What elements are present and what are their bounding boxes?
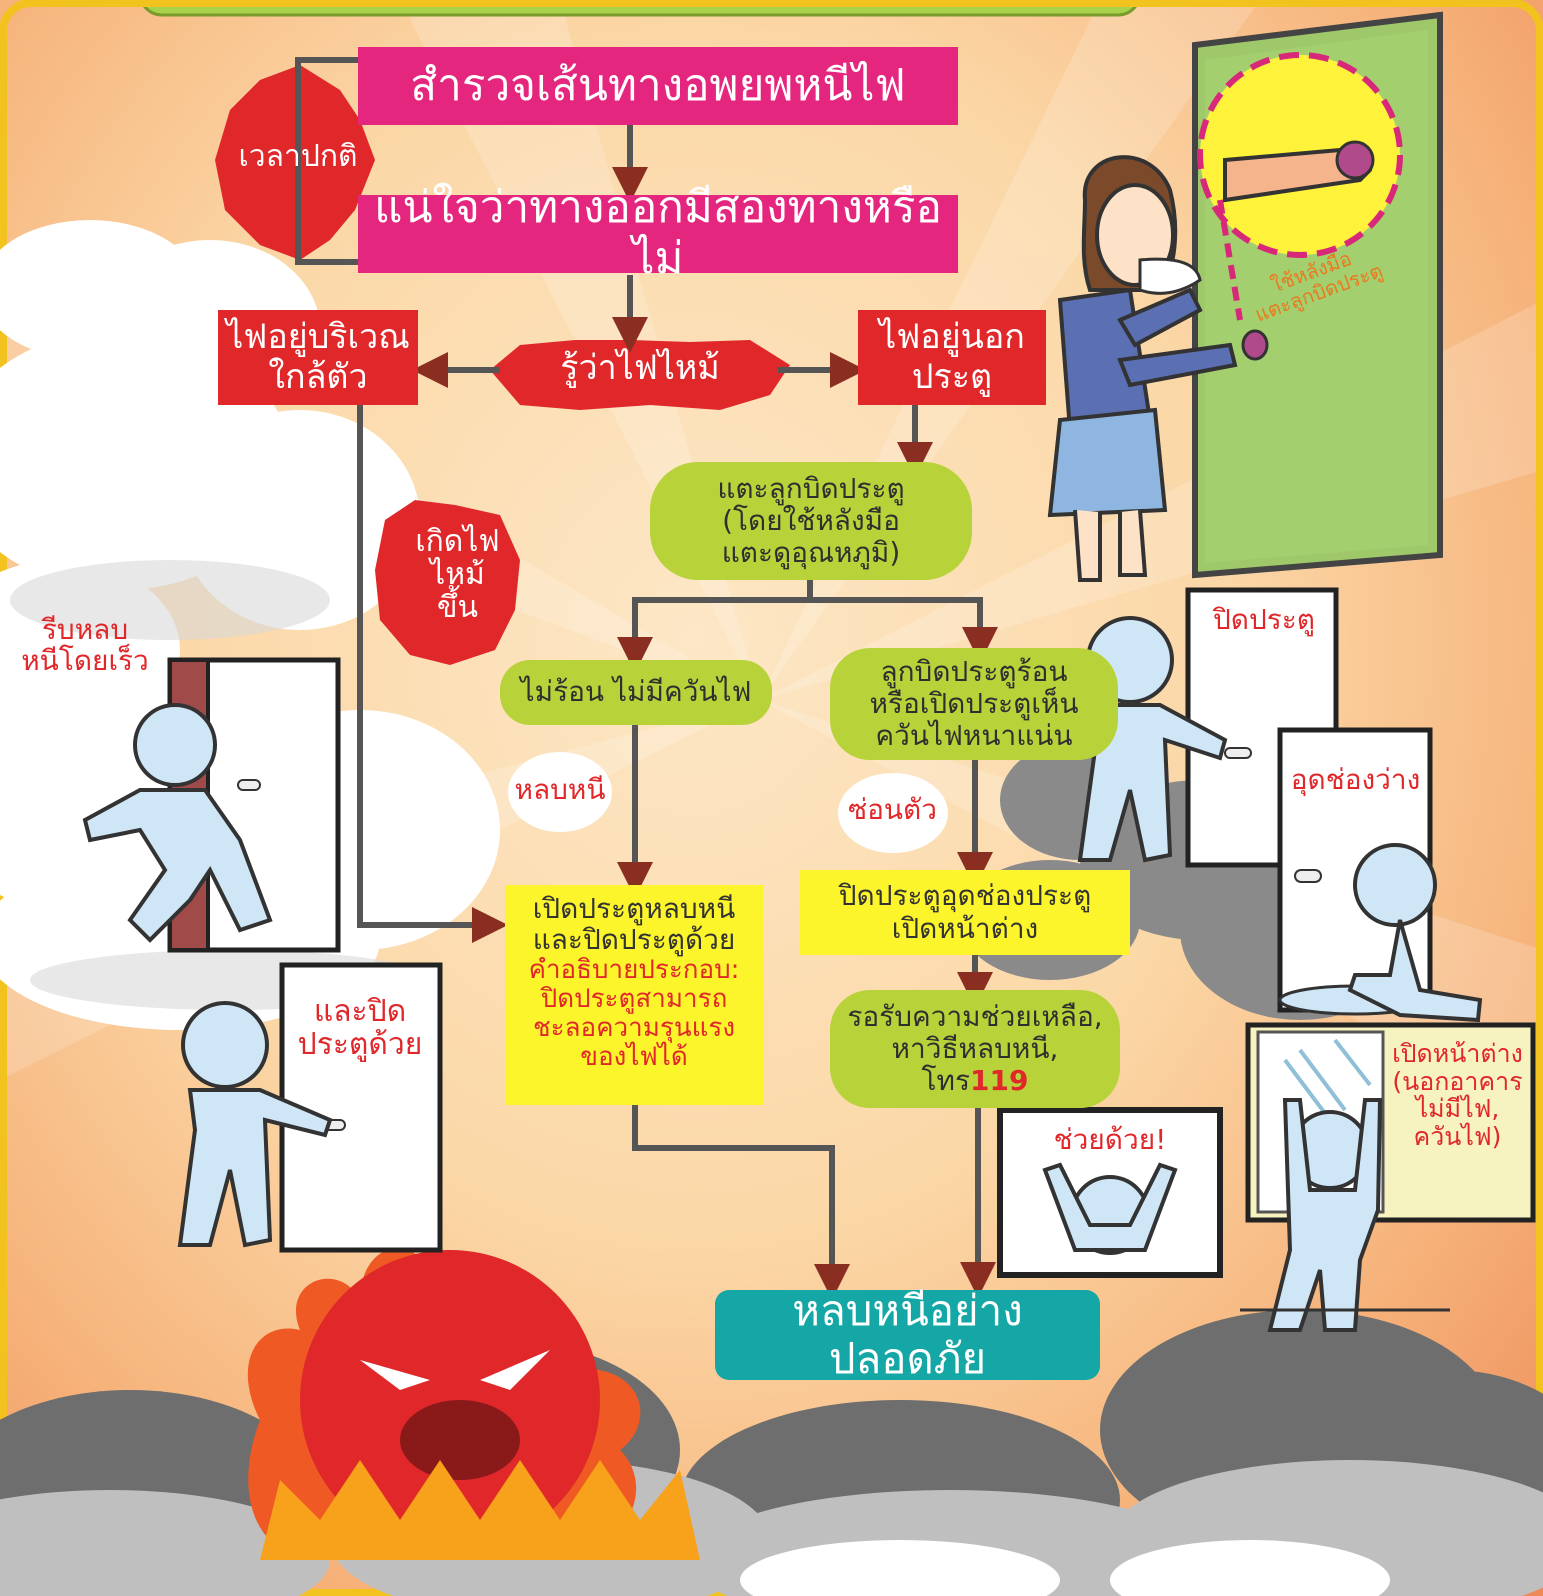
flow-connectors bbox=[295, 57, 998, 1300]
explanation-note: คำอธิบายประกอบ: ปิดประตูสามารถ ชะลอความร… bbox=[528, 954, 740, 1073]
safe-escape-box: หลบหนีอย่างปลอดภัย bbox=[715, 1286, 1100, 1383]
woman-covering-mouth bbox=[1047, 155, 1238, 582]
bottom-smoke bbox=[0, 1310, 1543, 1596]
hurry-escape-label: รีบหลบ หนีโดยเร็ว bbox=[21, 613, 149, 677]
escape-label: หลบหนี bbox=[514, 773, 606, 806]
know-fire-splat bbox=[490, 340, 790, 410]
left-door-closer bbox=[177, 962, 443, 1253]
check-exits-box: แน่ใจว่าทางออกมีสองทางหรือไม่ bbox=[358, 183, 958, 284]
normal-time-label: เวลาปกติ bbox=[238, 139, 358, 174]
seal-gaps-label: อุดช่องว่าง bbox=[1290, 763, 1421, 796]
fire-started-label: เกิดไฟ ไหม้ ขึ้น bbox=[415, 524, 500, 625]
open-window-label: เปิดหน้าต่าง (นอกอาคาร ไม่มีไฟ, ควันไฟ) bbox=[1392, 1039, 1523, 1151]
not-hot-box: ไม่ร้อน ไม่มีควันไฟ bbox=[500, 660, 772, 725]
escape-bubble-bg bbox=[508, 752, 612, 832]
open-window-scene bbox=[1240, 1022, 1536, 1332]
open-escape-text: เปิดประตูหลบหนี และปิดประตูด้วย bbox=[532, 892, 736, 957]
open-escape-box: เปิดประตูหลบหนี และปิดประตูด้วย คำอธิบาย… bbox=[505, 885, 763, 1105]
wait-help-text: รอรับความช่วยเหลือ, หาวิธีหลบหนี, โทร bbox=[847, 999, 1103, 1098]
fire-near-box: ไฟอยู่บริเวณ ใกล้ตัว bbox=[218, 310, 418, 405]
phone-number: 119 bbox=[970, 1064, 1029, 1098]
hide-label: ซ่อนตัว bbox=[848, 793, 937, 826]
close-seal-box: ปิดประตูอุดช่องประตู เปิดหน้าต่าง bbox=[800, 870, 1130, 955]
fire-outside-box: ไฟอยู่นอก ประตู bbox=[858, 310, 1046, 405]
fire-monster bbox=[247, 1247, 700, 1560]
hide-bubble-bg bbox=[838, 773, 948, 853]
close-door-label: ปิดประตู bbox=[1213, 603, 1315, 636]
hot-box: ลูกบิดประตูร้อน หรือเปิดประตูเห็น ควันไฟ… bbox=[830, 648, 1118, 760]
help-label: ช่วยด้วย! bbox=[1053, 1123, 1167, 1156]
survey-route-box: สำรวจเส้นทางอพยพหนีไฟ bbox=[358, 47, 958, 125]
wait-help-box: รอรับความช่วยเหลือ, หาวิธีหลบหนี, โทร119 bbox=[830, 990, 1120, 1108]
touch-knob-box: แตะลูกบิดประตู (โดยใช้หลังมือ แตะดูอุณหภ… bbox=[650, 462, 972, 580]
seal-gaps-scene bbox=[1277, 727, 1483, 1023]
left-door-runner bbox=[82, 657, 341, 953]
fire-started-splat bbox=[375, 500, 520, 665]
know-fire-label: รู้ว่าไฟไหม้ bbox=[560, 348, 720, 388]
and-close-label: และปิด ประตูด้วย bbox=[297, 994, 423, 1062]
help-window-scene bbox=[997, 1107, 1223, 1278]
green-door-illustration bbox=[1192, 11, 1443, 579]
